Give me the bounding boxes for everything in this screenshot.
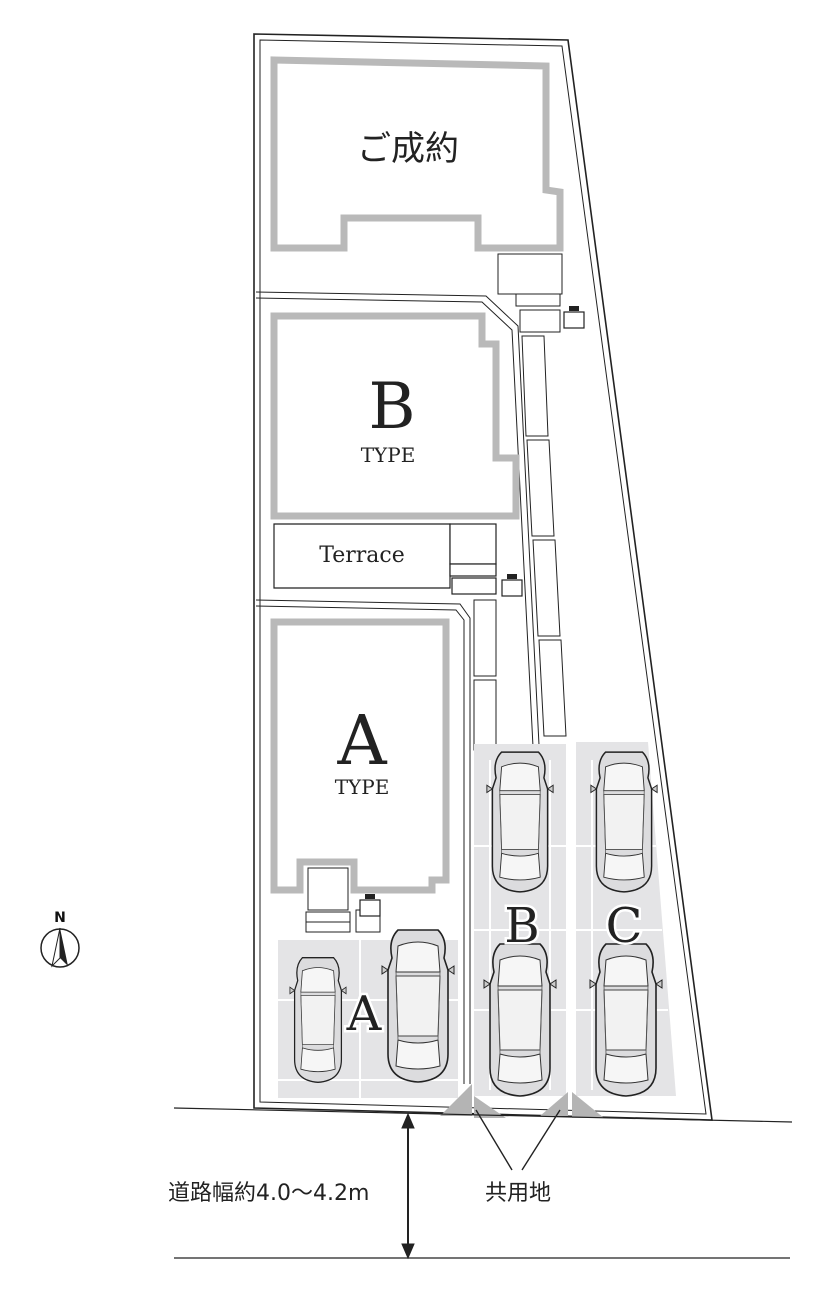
north-compass-icon — [40, 927, 80, 968]
shared-land-pointer — [475, 1109, 561, 1171]
utility-meter-icon — [501, 573, 523, 597]
shared-land-label: 共用地 — [485, 1181, 551, 1206]
sold-lot-label: ご成約 — [357, 129, 459, 169]
parking-b-label: B — [504, 898, 539, 954]
type-b-building — [270, 312, 520, 520]
sold-lot-porch — [497, 253, 563, 333]
type-b-letter: B — [368, 370, 415, 444]
lot-dividers — [255, 291, 557, 1085]
car-icon — [486, 751, 554, 893]
utility-meter-icon — [359, 893, 381, 917]
parking-b — [474, 744, 566, 1097]
car-icon — [590, 751, 658, 893]
terrace-label: Terrace — [319, 543, 404, 568]
road — [173, 1107, 793, 1259]
car-icon — [483, 943, 557, 1097]
corridor-tiles-c — [521, 335, 567, 737]
utility-meter-icon — [563, 305, 585, 329]
car-icon — [289, 957, 347, 1083]
car-icon — [589, 943, 663, 1097]
type-a-building — [270, 618, 450, 894]
parking-a-label: A — [346, 986, 383, 1042]
sold-lot-building — [270, 56, 564, 252]
terrace — [273, 523, 497, 595]
type-a-porch — [305, 867, 381, 933]
parking-c — [576, 742, 676, 1097]
type-a-word: TYPE — [335, 775, 390, 799]
shared-land-areas — [440, 1084, 604, 1118]
corridor-tiles-b — [473, 599, 497, 751]
parking-a — [278, 929, 458, 1098]
road-width-label: 道路幅約4.0〜4.2m — [168, 1181, 369, 1206]
type-b-word: TYPE — [361, 443, 416, 467]
parking-c-label: C — [606, 898, 643, 954]
car-icon — [381, 929, 455, 1083]
north-label: N — [54, 910, 66, 926]
road-width-arrow — [401, 1112, 415, 1260]
type-a-letter: A — [336, 702, 387, 781]
